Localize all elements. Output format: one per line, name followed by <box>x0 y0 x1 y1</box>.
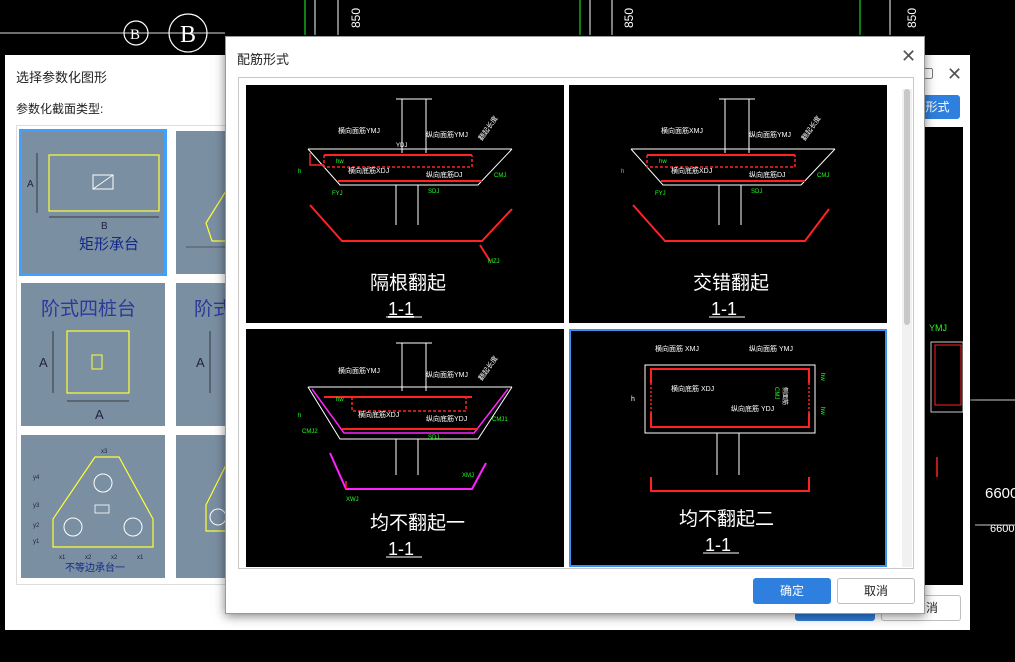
svg-text:横向底筋 XDJ: 横向底筋 XDJ <box>671 384 714 393</box>
svg-text:横向底筋XDJ: 横向底筋XDJ <box>358 410 399 419</box>
thumb-step-variant[interactable]: 阶式 A <box>176 283 232 426</box>
panel-staggered-bend[interactable]: 横向面筋XMJ 纵向面筋YMJ 横向底筋XDJ 纵向底筋DJ CMJ SDJ F… <box>569 85 887 323</box>
svg-text:x1: x1 <box>59 555 66 561</box>
svg-text:y3: y3 <box>33 503 40 509</box>
svg-text:纵向底筋YDJ: 纵向底筋YDJ <box>426 414 467 423</box>
cad-dim-850-c: 850 <box>905 8 919 28</box>
thumb-rect-cap[interactable]: A B 矩形承台 <box>19 129 167 276</box>
cad-dim-6600-a: 6600 <box>985 485 1015 502</box>
thumb-variant-2[interactable] <box>176 131 227 274</box>
svg-text:纵向面筋YMJ: 纵向面筋YMJ <box>426 130 468 139</box>
svg-text:横向底筋XDJ: 横向底筋XDJ <box>671 166 712 175</box>
thumb-unequal-cap-1-label: 不等边承台一 <box>65 561 125 574</box>
section-type-label: 参数化截面类型: <box>16 102 104 116</box>
svg-text:x2: x2 <box>85 555 92 561</box>
svg-text:翻起长度: 翻起长度 <box>476 114 499 142</box>
svg-text:hw: hw <box>336 397 344 403</box>
rebar-form-dialog-title: 配筋形式 <box>237 52 290 67</box>
svg-text:A: A <box>39 355 48 370</box>
svg-text:纵向面筋 YMJ: 纵向面筋 YMJ <box>749 344 793 353</box>
svg-text:横向面筋 XMJ: 横向面筋 XMJ <box>655 344 699 353</box>
svg-text:hw: hw <box>336 159 344 165</box>
cad-dim-850-a: 850 <box>349 8 363 28</box>
svg-text:纵向底筋DJ: 纵向底筋DJ <box>426 170 463 179</box>
panel-alternate-bar-bend[interactable]: 横向面筋YMJ 纵向面筋YMJ 横向底筋XDJ 纵向底筋DJ CMJ SDJ F… <box>246 85 564 323</box>
svg-text:h: h <box>298 169 301 175</box>
svg-text:x3: x3 <box>101 449 108 455</box>
svg-text:YMJ: YMJ <box>929 323 947 333</box>
svg-text:CMJ2: CMJ2 <box>302 429 318 435</box>
svg-text:hw: hw <box>819 373 825 381</box>
svg-text:FYJ: FYJ <box>655 191 666 197</box>
svg-text:MZJ: MZJ <box>488 259 500 265</box>
svg-text:翻起长度: 翻起长度 <box>799 114 822 142</box>
panel-4-section: 1-1 <box>705 535 731 555</box>
svg-text:纵向面筋YMJ: 纵向面筋YMJ <box>426 370 468 379</box>
svg-text:纵向面筋YMJ: 纵向面筋YMJ <box>749 130 791 139</box>
panel-no-bend-1[interactable]: 横向面筋YMJ 纵向面筋YMJ 横向底筋XDJ 纵向底筋YDJ CMJ2 CMJ… <box>246 329 564 567</box>
back-dialog-preview: YMJ <box>923 127 964 585</box>
svg-text:CMJ1: CMJ1 <box>492 417 508 423</box>
panel-1-title: 隔根翻起 <box>370 272 446 294</box>
panel-no-bend-2[interactable]: 横向面筋 XMJ 纵向面筋 YMJ 横向底筋 XDJ 纵向底筋 YDJ 侧面筋 … <box>569 329 887 567</box>
thumb-unequal-cap-1[interactable]: x3 x1 x2 x2 x1 y4 y3 y2 y1 不等边承台一 <box>21 435 165 578</box>
svg-text:纵向底筋DJ: 纵向底筋DJ <box>749 170 786 179</box>
svg-text:y4: y4 <box>33 475 40 481</box>
svg-text:横向底筋XDJ: 横向底筋XDJ <box>348 166 389 175</box>
svg-text:SDJ: SDJ <box>751 189 762 195</box>
svg-text:h: h <box>631 396 635 403</box>
svg-text:CMJ: CMJ <box>773 387 779 399</box>
svg-text:FYJ: FYJ <box>332 191 343 197</box>
panel-3-section: 1-1 <box>388 539 414 559</box>
axis-b-small-label: B <box>130 27 140 43</box>
panel-2-title: 交错翻起 <box>693 272 769 294</box>
svg-text:h: h <box>621 169 624 175</box>
thumb-rect-cap-label: 矩形承台 <box>79 236 139 253</box>
svg-text:纵向底筋 YDJ: 纵向底筋 YDJ <box>731 404 774 413</box>
svg-text:CMJ: CMJ <box>494 173 506 179</box>
ok-button[interactable]: 确定 <box>753 578 831 604</box>
svg-text:横向面筋XMJ: 横向面筋XMJ <box>661 126 703 135</box>
cad-dim-850-b: 850 <box>622 8 636 28</box>
thumb-step-four-pile[interactable]: 阶式四桩台 A A <box>21 283 165 426</box>
thumb-unequal-variant[interactable] <box>176 435 227 578</box>
panel-1-section: 1-1 <box>388 299 414 319</box>
svg-text:SDJ: SDJ <box>428 189 439 195</box>
select-shape-dialog-title: 选择参数化图形 <box>16 70 108 85</box>
svg-text:SDJ: SDJ <box>428 435 439 441</box>
panel-3-title: 均不翻起一 <box>370 512 465 534</box>
svg-text:y2: y2 <box>33 523 40 529</box>
svg-text:x2: x2 <box>111 555 118 561</box>
svg-text:侧面筋: 侧面筋 <box>781 387 789 405</box>
svg-text:y1: y1 <box>33 539 40 545</box>
svg-text:横向面筋YMJ: 横向面筋YMJ <box>338 126 380 135</box>
svg-text:XMJ: XMJ <box>462 473 474 479</box>
panel-4-title: 均不翻起二 <box>679 508 774 530</box>
back-dialog-close-icon[interactable]: ✕ <box>947 64 963 84</box>
svg-text:B: B <box>101 221 108 232</box>
svg-text:YDJ: YDJ <box>396 143 407 149</box>
cad-dim-6600-b: 6600 <box>990 523 1014 535</box>
svg-text:横向面筋YMJ: 横向面筋YMJ <box>338 366 380 375</box>
svg-text:阶式: 阶式 <box>194 298 226 320</box>
svg-text:hw: hw <box>819 407 825 415</box>
svg-text:A: A <box>95 407 104 422</box>
cancel-button[interactable]: 取消 <box>837 578 915 604</box>
svg-text:A: A <box>196 355 205 370</box>
rebar-form-dialog: 配筋形式 ✕ 横向面筋YMJ 纵向面筋YMJ 横向底筋XDJ 纵向底筋DJ CM… <box>225 36 925 614</box>
panel-scrollbar[interactable] <box>902 89 912 567</box>
svg-text:h: h <box>298 413 301 419</box>
close-icon[interactable]: ✕ <box>901 46 917 66</box>
panel-scrollbar-thumb[interactable] <box>904 89 910 325</box>
axis-b-large-label: B <box>180 22 196 48</box>
svg-text:XWJ: XWJ <box>346 497 359 503</box>
svg-text:hw: hw <box>659 159 667 165</box>
svg-text:A: A <box>27 179 34 190</box>
svg-text:x1: x1 <box>137 555 144 561</box>
panel-2-section: 1-1 <box>711 299 737 319</box>
svg-text:翻起长度: 翻起长度 <box>476 354 499 382</box>
thumb-step-four-pile-label: 阶式四桩台 <box>41 298 136 320</box>
svg-text:CMJ: CMJ <box>817 173 829 179</box>
